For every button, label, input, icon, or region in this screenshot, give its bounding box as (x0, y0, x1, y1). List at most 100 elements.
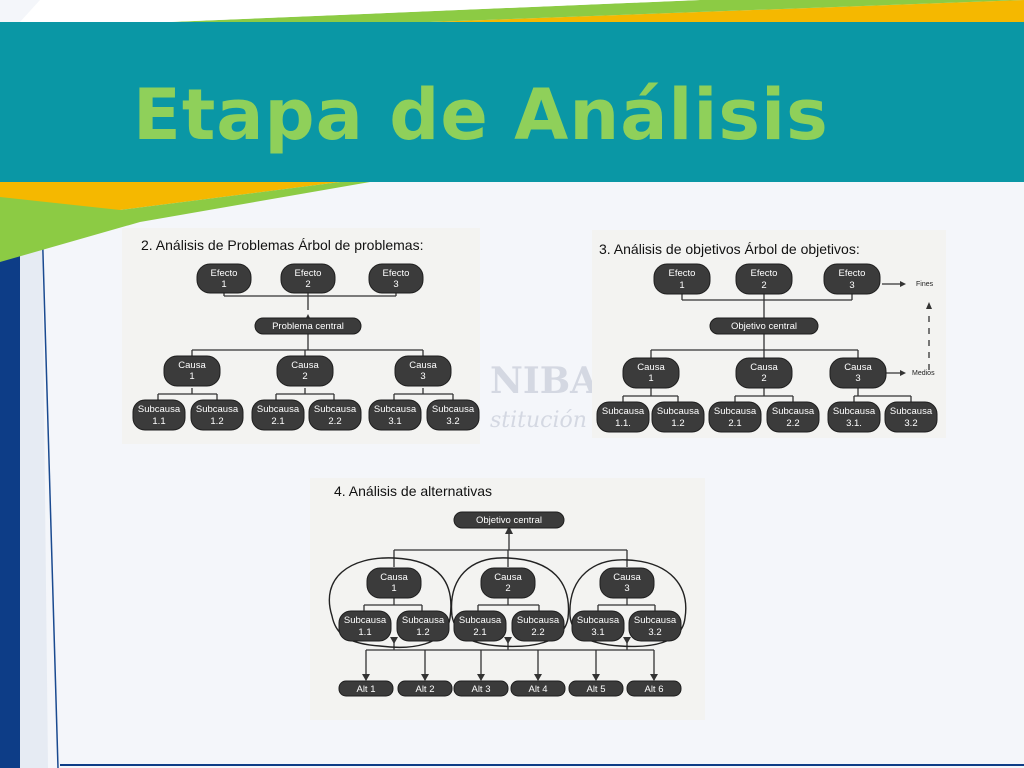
svg-text:3.1: 3.1 (591, 627, 604, 638)
svg-text:Subcausa: Subcausa (374, 404, 417, 415)
svg-text:1: 1 (648, 373, 653, 384)
svg-text:1.1: 1.1 (358, 627, 371, 638)
svg-text:Causa: Causa (291, 360, 319, 371)
objective-central-node: Objetivo central (709, 317, 819, 335)
svg-text:Alt 1: Alt 1 (356, 684, 375, 695)
svg-text:Alt 6: Alt 6 (644, 684, 663, 695)
svg-text:2.1: 2.1 (728, 418, 741, 429)
svg-text:3.2: 3.2 (904, 418, 917, 429)
svg-text:Objetivo central: Objetivo central (476, 515, 542, 526)
svg-text:3: 3 (624, 583, 629, 594)
svg-text:Objetivo central: Objetivo central (731, 321, 797, 332)
svg-text:Causa: Causa (613, 572, 641, 583)
svg-text:2.1: 2.1 (271, 416, 284, 427)
svg-text:Alt 3: Alt 3 (471, 684, 490, 695)
svg-text:2: 2 (305, 279, 310, 290)
svg-text:Subcausa: Subcausa (432, 404, 475, 415)
svg-text:2.2: 2.2 (531, 627, 544, 638)
svg-text:3.1.: 3.1. (846, 418, 862, 429)
problem-tree-heading: 2. Análisis de Problemas Árbol de proble… (141, 237, 423, 253)
alternative-4: Alt 4 (510, 680, 566, 697)
svg-text:Subcausa: Subcausa (517, 615, 560, 626)
svg-text:3.2: 3.2 (648, 627, 661, 638)
svg-text:Efecto: Efecto (751, 268, 778, 279)
alternative-3: Alt 3 (453, 680, 509, 697)
svg-text:Causa: Causa (178, 360, 206, 371)
svg-text:Efecto: Efecto (211, 268, 238, 279)
svg-text:3: 3 (420, 371, 425, 382)
objective-tree-connectors (622, 283, 912, 402)
left-light-band (20, 220, 48, 768)
svg-text:Efecto: Efecto (383, 268, 410, 279)
svg-text:1.1: 1.1 (152, 416, 165, 427)
svg-text:Alt 2: Alt 2 (415, 684, 434, 695)
svg-text:Subcausa: Subcausa (657, 406, 700, 417)
svg-text:Subcausa: Subcausa (344, 615, 387, 626)
svg-text:3: 3 (855, 373, 860, 384)
svg-text:Alt 5: Alt 5 (586, 684, 605, 695)
svg-text:1.2: 1.2 (416, 627, 429, 638)
svg-text:Subcausa: Subcausa (257, 404, 300, 415)
alternatives-connectors (363, 528, 656, 680)
svg-text:1.2: 1.2 (210, 416, 223, 427)
alternatives-panel: 4. Análisis de alternativas Objetivo cen… (310, 478, 705, 720)
alternatives-heading: 4. Análisis de alternativas (334, 483, 492, 499)
svg-text:Subcausa: Subcausa (402, 615, 445, 626)
svg-text:Subcausa: Subcausa (138, 404, 181, 415)
wave-green (0, 182, 370, 262)
svg-text:Subcausa: Subcausa (714, 406, 757, 417)
alternative-6: Alt 6 (626, 680, 682, 697)
svg-text:2.2: 2.2 (786, 418, 799, 429)
alternatives-diagram: 4. Análisis de alternativas Objetivo cen… (328, 483, 687, 697)
problem-tree-diagram: 2. Análisis de Problemas Árbol de proble… (132, 237, 480, 431)
svg-text:2: 2 (302, 371, 307, 382)
svg-text:Subcausa: Subcausa (577, 615, 620, 626)
svg-text:Subcausa: Subcausa (196, 404, 239, 415)
svg-text:1: 1 (189, 371, 194, 382)
svg-text:Causa: Causa (844, 362, 872, 373)
svg-text:Causa: Causa (494, 572, 522, 583)
svg-text:Efecto: Efecto (295, 268, 322, 279)
svg-text:Problema central: Problema central (272, 321, 344, 332)
svg-text:Subcausa: Subcausa (833, 406, 876, 417)
svg-text:1.2: 1.2 (671, 418, 684, 429)
svg-text:1: 1 (221, 279, 226, 290)
svg-text:1: 1 (391, 583, 396, 594)
svg-text:2.1: 2.1 (473, 627, 486, 638)
svg-text:2.2: 2.2 (328, 416, 341, 427)
alternative-5: Alt 5 (568, 680, 624, 697)
svg-text:3.1: 3.1 (388, 416, 401, 427)
objective-tree-heading: 3. Análisis de objetivos Árbol de objeti… (599, 241, 860, 257)
slide-title: Etapa de Análisis (133, 74, 829, 156)
medios-label: Medios (912, 370, 935, 377)
alternatives-central-node: Objetivo central (453, 511, 565, 529)
wave-yellow (0, 182, 340, 232)
svg-text:Subcausa: Subcausa (772, 406, 815, 417)
objective-tree-panel: 3. Análisis de objetivos Árbol de objeti… (592, 230, 946, 438)
svg-text:3: 3 (849, 280, 854, 291)
svg-text:2: 2 (761, 280, 766, 291)
